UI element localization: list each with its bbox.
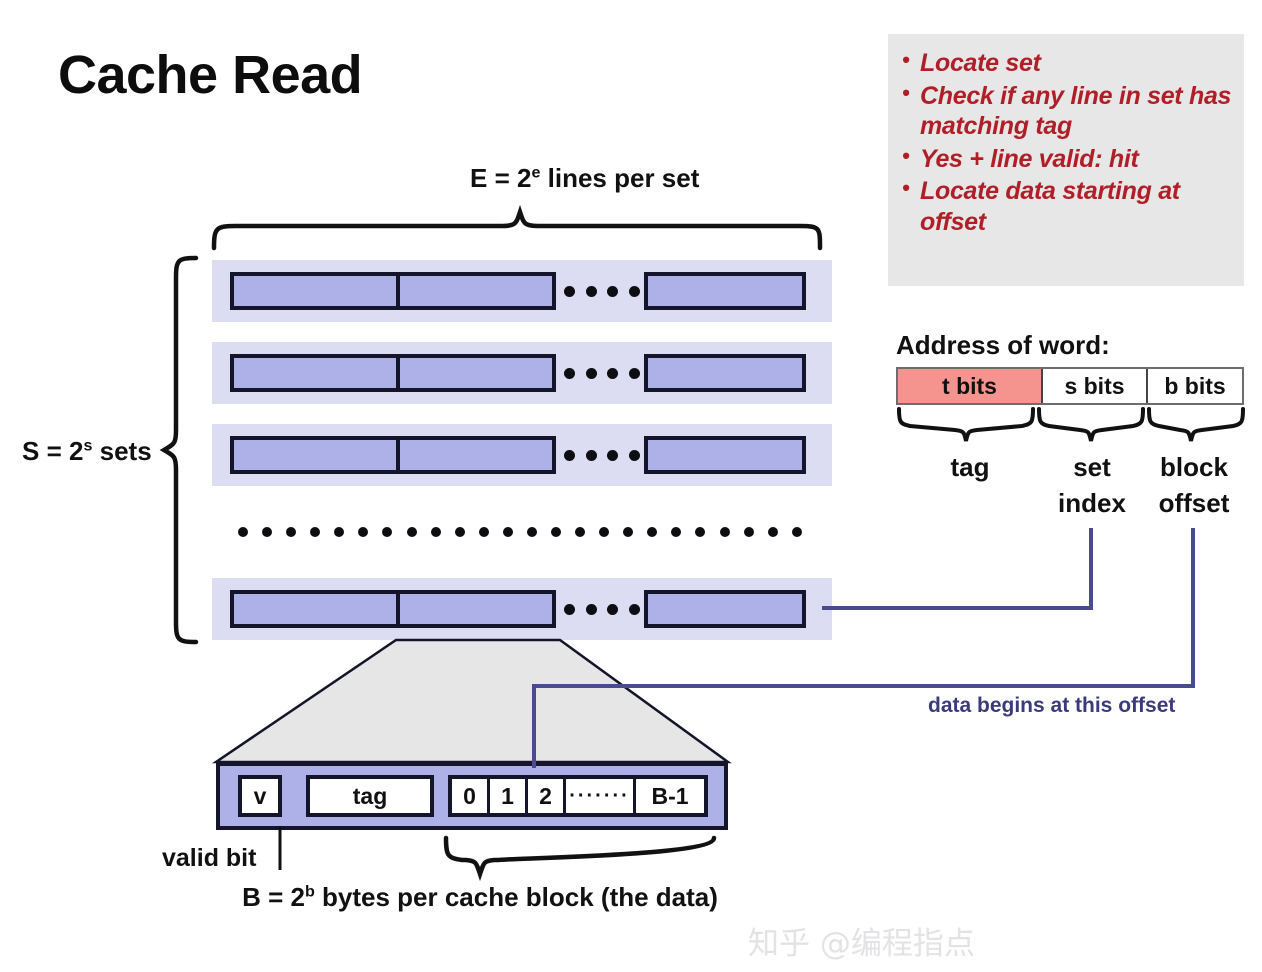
- lines-ellipsis-dots: [564, 284, 640, 298]
- lines-ellipsis-dots: [564, 448, 640, 462]
- block-size-label: B = 2b bytes per cache block (the data): [242, 882, 718, 913]
- cache-read-steps-box: Locate set Check if any line in set has …: [888, 34, 1244, 286]
- block-offset-brace: [1147, 407, 1245, 442]
- cache-line: [644, 354, 806, 392]
- byte-cell-ellipsis: ·······: [566, 779, 636, 813]
- block-size-prefix: B = 2: [242, 882, 305, 912]
- brace-label-block: block: [1160, 452, 1228, 482]
- brace-label-tag: tag: [950, 452, 990, 482]
- set-index-brace: [1037, 407, 1145, 442]
- cache-line: [396, 436, 556, 474]
- byte-cell-last: B-1: [636, 779, 704, 813]
- sets-brace: [159, 255, 199, 645]
- cache-read-steps-list: Locate set Check if any line in set has …: [888, 34, 1244, 237]
- cache-line: [644, 436, 806, 474]
- data-byte-strip: 0 1 2 ······· B-1: [448, 775, 708, 817]
- cache-line: [396, 272, 556, 310]
- lines-per-set-suffix: lines per set: [540, 163, 700, 193]
- address-bit-field-bar: t bits s bits b bits: [896, 367, 1244, 405]
- cache-line: [230, 354, 410, 392]
- cache-set-row: [212, 260, 832, 322]
- block-size-brace: [443, 835, 717, 882]
- brace-label-offset: offset: [1158, 488, 1230, 518]
- tag-brace: [897, 407, 1035, 442]
- lines-ellipsis-dots: [564, 602, 640, 616]
- cache-set-row: [212, 342, 832, 404]
- cache-line-detail: v tag 0 1 2 ······· B-1: [216, 762, 728, 830]
- list-item: Locate set: [902, 47, 1234, 79]
- byte-cell-0: 0: [452, 779, 490, 813]
- address-segment-set-index: s bits: [1043, 369, 1148, 403]
- lines-per-set-label: E = 2e lines per set: [470, 163, 699, 194]
- brace-label-index: index: [1058, 488, 1126, 518]
- byte-cell-1: 1: [490, 779, 528, 813]
- block-offset-connector: [532, 528, 1195, 768]
- list-item: Yes + line valid: hit: [902, 143, 1234, 175]
- address-of-word-title: Address of word:: [896, 330, 1110, 360]
- cache-line: [644, 590, 806, 628]
- cache-set-row-selected: [212, 578, 832, 640]
- address-segment-tag: t bits: [898, 369, 1043, 403]
- sets-exponent: s: [83, 436, 93, 455]
- cache-line: [230, 590, 410, 628]
- zoom-funnel: [211, 638, 732, 764]
- cache-line: [230, 272, 410, 310]
- tag-cell: tag: [306, 775, 434, 817]
- cache-set-row: [212, 424, 832, 486]
- lines-per-set-prefix: E = 2: [470, 163, 532, 193]
- address-segment-block-offset: b bits: [1148, 369, 1242, 403]
- set-index-connector: [822, 528, 1093, 610]
- cache-line-selected: [396, 590, 556, 628]
- cache-line: [396, 354, 556, 392]
- cache-line: [230, 436, 410, 474]
- block-size-suffix: bytes per cache block (the data): [314, 882, 718, 912]
- list-item: Check if any line in set has matching ta…: [902, 80, 1234, 142]
- sets-prefix: S = 2: [22, 436, 84, 466]
- valid-bit-label: valid bit: [162, 844, 257, 872]
- lines-per-set-brace: [211, 204, 823, 251]
- lines-ellipsis-dots: [564, 366, 640, 380]
- valid-bit-cell: v: [238, 775, 282, 817]
- sets-suffix: sets: [92, 436, 152, 466]
- sets-ellipsis-dots: [238, 526, 802, 538]
- watermark: 知乎 @编程指点: [748, 926, 975, 962]
- brace-label-set: set: [1073, 452, 1111, 482]
- lines-per-set-exponent: e: [531, 163, 541, 182]
- byte-cell-2: 2: [528, 779, 566, 813]
- page-title: Cache Read: [58, 45, 363, 105]
- list-item: Locate data starting at offset: [902, 175, 1234, 237]
- sets-label: S = 2s sets: [22, 436, 152, 467]
- block-size-exponent: b: [304, 882, 315, 901]
- cache-line: [644, 272, 806, 310]
- data-offset-annotation: data begins at this offset: [928, 694, 1176, 717]
